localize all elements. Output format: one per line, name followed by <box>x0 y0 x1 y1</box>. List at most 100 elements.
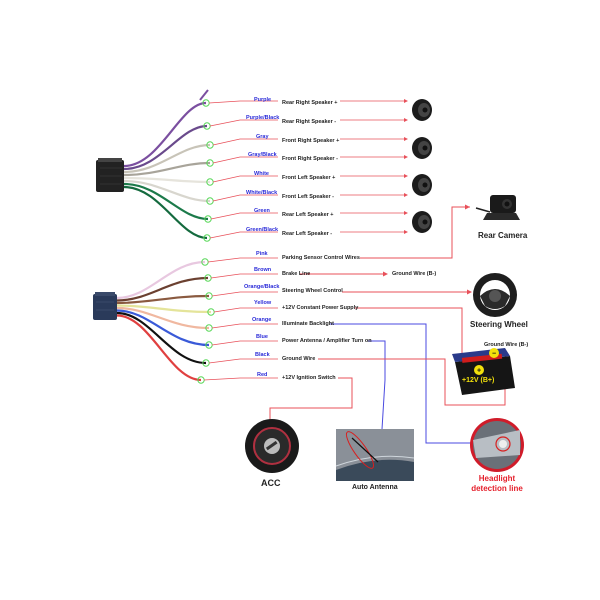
wire <box>116 309 210 347</box>
steering-wheel-image <box>473 273 517 317</box>
wire-color-label: Green/Black <box>246 227 279 233</box>
wire <box>123 143 211 174</box>
speaker-dustcap <box>422 182 428 188</box>
wire-function-label: Parking Sensor Control Wires <box>282 255 360 261</box>
wire <box>116 304 212 314</box>
wire-function-label: Steering Wheel Control <box>282 288 343 294</box>
rear-camera-caption: Rear Camera <box>478 231 528 240</box>
headlight-caption: Headlight detection line <box>471 474 523 493</box>
wire-function-label: +12V Ignition Switch <box>282 375 336 381</box>
wire-color-label: Orange <box>252 317 272 323</box>
leader-line <box>209 231 278 239</box>
svg-text:+: + <box>477 368 481 375</box>
wire-function-label: Front Left Speaker - <box>282 194 334 200</box>
wire-color-label: Purple <box>254 97 272 103</box>
battery-image: − + <box>452 348 515 395</box>
wire-color-label: Pink <box>256 251 268 257</box>
wire-function-label: Front Right Speaker - <box>282 156 338 162</box>
wire <box>123 124 208 171</box>
leader-line <box>203 377 278 381</box>
wire <box>116 294 210 305</box>
leader-line <box>211 323 278 329</box>
wire-color-label: Gray <box>256 134 269 140</box>
wire <box>116 260 206 300</box>
svg-text:−: − <box>492 351 496 358</box>
wire-function-label: Rear Right Speaker - <box>282 119 337 125</box>
arrow-head <box>404 137 408 141</box>
speaker-dustcap <box>422 145 428 151</box>
wire <box>123 179 211 203</box>
lower-wire-bundle <box>116 258 215 384</box>
battery-positive-label: +12V (B+) <box>462 377 495 384</box>
lower-connector <box>93 292 117 320</box>
leader-line <box>212 156 278 164</box>
wire <box>116 311 207 365</box>
leader-line <box>212 194 278 202</box>
speaker-dustcap <box>422 107 428 113</box>
wire-color-label: Blue <box>256 334 268 340</box>
arrow-head <box>404 118 408 122</box>
wire <box>123 182 209 221</box>
wire-function-label: Brake Line <box>282 271 311 277</box>
wire <box>123 176 211 184</box>
wire-function-label: Ground Wire <box>282 356 316 362</box>
wire-function-label: Power Antenna / Amplifier Turn on <box>282 338 372 344</box>
upper-connector <box>96 158 124 192</box>
wire-function-label: Rear Left Speaker + <box>282 212 334 218</box>
arrow-head <box>404 211 408 215</box>
wire-color-label: White/Black <box>246 190 278 196</box>
leader-line <box>208 358 278 364</box>
leader-line <box>212 138 278 146</box>
wire <box>199 89 209 101</box>
wire-function-label: Front Right Speaker + <box>282 138 340 144</box>
rear-camera-image <box>475 195 520 220</box>
upper-wire-bundle <box>123 89 214 242</box>
auto-antenna-image <box>335 429 415 481</box>
leader-line <box>208 100 278 104</box>
wire <box>116 276 209 302</box>
leader-line <box>212 175 278 183</box>
steering-wheel-caption: Steering Wheel <box>470 320 528 329</box>
leader-lines <box>203 99 408 381</box>
speaker-icon <box>412 174 432 196</box>
wire-color-label: Brown <box>254 267 272 273</box>
brake-ground-label: Ground Wire (B-) <box>392 271 437 277</box>
routing-lines <box>269 204 506 463</box>
speaker-dustcap <box>422 219 428 225</box>
leader-line <box>211 291 278 297</box>
speaker-icon <box>412 99 432 121</box>
leader-line <box>207 257 278 263</box>
wire-color-label: Green <box>254 208 270 214</box>
wire-function-label: +12V Constant Power Supply <box>282 305 359 311</box>
auto-antenna-caption: Auto Antenna <box>352 484 398 491</box>
speakers <box>412 99 432 233</box>
wire-color-label: Purple/Black <box>246 115 280 121</box>
wire-function-label: Illuminate Backlight <box>282 321 334 327</box>
leader-line <box>209 119 278 127</box>
wire-color-label: White <box>254 171 269 177</box>
leader-line <box>213 307 278 313</box>
arrow-head <box>404 99 408 103</box>
wire <box>116 306 210 330</box>
speaker-icon <box>412 211 432 233</box>
wire <box>116 314 202 382</box>
acc-caption: ACC <box>261 478 281 488</box>
arrow-head <box>404 155 408 159</box>
wire-function-label: Rear Right Speaker + <box>282 100 338 106</box>
wire-function-label: Front Left Speaker + <box>282 175 336 181</box>
wire-function-label: Rear Left Speaker - <box>282 231 333 237</box>
wire <box>123 161 211 177</box>
leader-line <box>211 340 278 346</box>
wire-color-label: Red <box>257 372 268 378</box>
acc-ignition-image <box>245 419 299 473</box>
wire-color-label: Black <box>255 352 270 358</box>
wire <box>123 185 208 240</box>
headlight-image <box>470 418 524 472</box>
wire-color-label: Gray/Black <box>248 152 277 158</box>
arrow-head <box>404 174 408 178</box>
leader-line <box>210 212 278 220</box>
wire-color-label: Yellow <box>254 300 272 306</box>
leader-line <box>210 273 278 279</box>
arrow-head <box>404 230 408 234</box>
